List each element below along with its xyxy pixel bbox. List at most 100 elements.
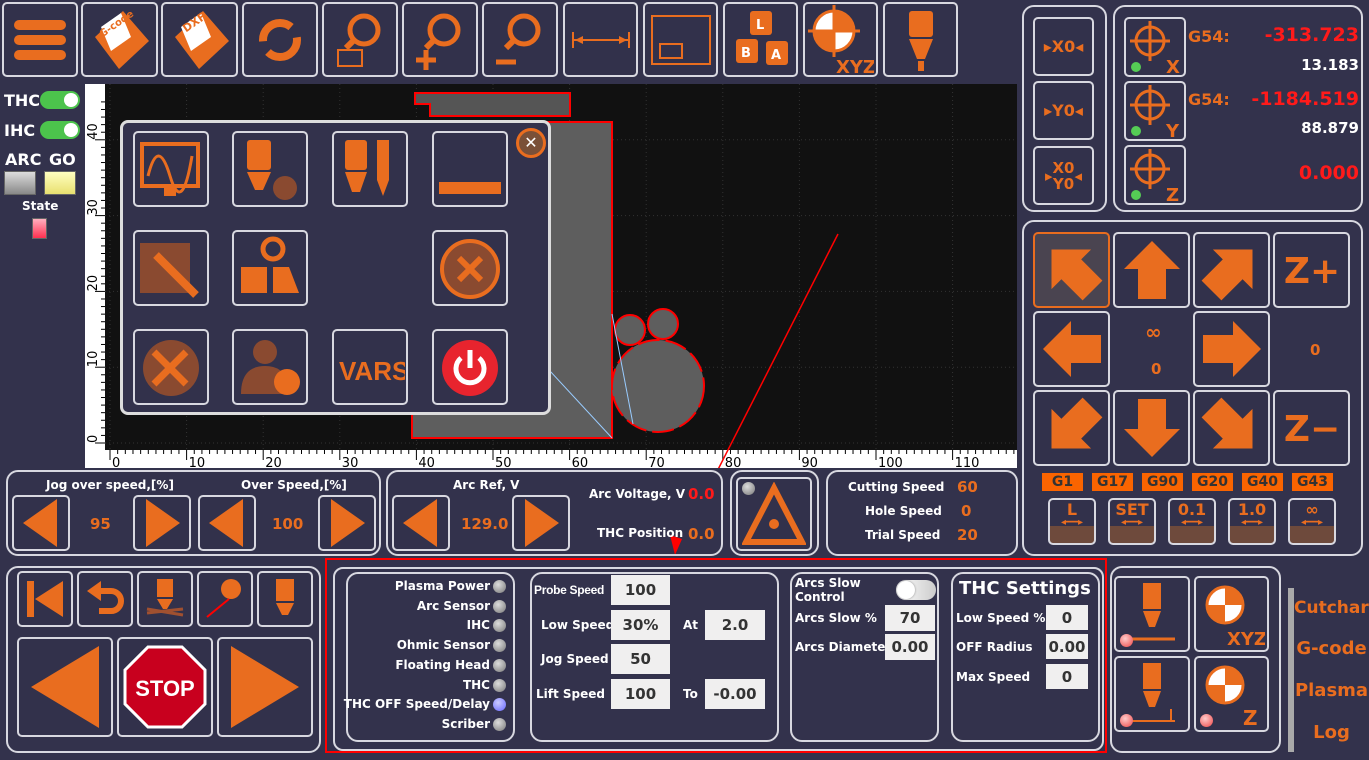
xyz-zero-button[interactable]: XYZ bbox=[803, 2, 878, 77]
popup-power-button[interactable] bbox=[432, 329, 508, 405]
jog-z-minus-button[interactable]: Z− bbox=[1273, 390, 1350, 466]
stop-button[interactable]: STOP bbox=[117, 637, 213, 737]
jog-speed-decrease[interactable] bbox=[12, 495, 70, 551]
jog-left-button[interactable] bbox=[1033, 311, 1110, 387]
popup-user-settings-button[interactable] bbox=[232, 329, 308, 405]
popup-bar-button[interactable] bbox=[432, 131, 508, 207]
zoom-window-button[interactable] bbox=[322, 2, 398, 77]
over-speed-label: Over Speed,[%] bbox=[241, 478, 347, 492]
probe-height-button[interactable] bbox=[1114, 656, 1190, 732]
ihc-toggle[interactable] bbox=[40, 121, 80, 139]
popup-shapes-library-button[interactable] bbox=[232, 230, 308, 306]
thc-position-label: THC Position bbox=[597, 526, 684, 540]
jog-speed-value: 95 bbox=[90, 515, 111, 533]
jog-step-button[interactable]: L◂━━▸ bbox=[1048, 498, 1096, 545]
jog-up-right-button[interactable] bbox=[1193, 232, 1270, 308]
tab-cutchart[interactable]: Cutchart bbox=[1294, 598, 1369, 618]
torch-button[interactable] bbox=[883, 2, 958, 77]
tab-gcode[interactable]: G-code bbox=[1296, 638, 1367, 659]
to-input[interactable]: -0.00 bbox=[705, 679, 765, 709]
arc-ref-increase[interactable] bbox=[512, 495, 570, 551]
zero-x-button[interactable]: ▸X0◂ bbox=[1033, 17, 1094, 76]
popup-torch-scriber-button[interactable] bbox=[332, 131, 408, 207]
ihc-label: IHC bbox=[4, 121, 36, 140]
path-button[interactable] bbox=[197, 571, 253, 627]
jog-speed-increase[interactable] bbox=[133, 495, 191, 551]
laser-button[interactable] bbox=[736, 477, 812, 551]
step-back-button[interactable] bbox=[17, 637, 113, 737]
popup-plot-monitor-button[interactable] bbox=[133, 131, 209, 207]
rewind-button[interactable] bbox=[17, 571, 73, 627]
jog-right-button[interactable] bbox=[1193, 311, 1270, 387]
tab-plasma[interactable]: Plasma bbox=[1294, 680, 1369, 701]
max-speed-input[interactable]: 0 bbox=[1046, 664, 1088, 689]
jog-step-button[interactable]: 0.1◂━━▸ bbox=[1168, 498, 1216, 545]
open-dxf-button[interactable]: DXF bbox=[161, 2, 238, 77]
open-gcode-button[interactable]: G-code bbox=[81, 2, 158, 77]
refresh-button[interactable] bbox=[242, 2, 318, 77]
over-speed-increase[interactable] bbox=[318, 495, 376, 551]
arcs-slow-toggle[interactable] bbox=[896, 580, 936, 600]
frame-button[interactable] bbox=[643, 2, 718, 77]
low-speed-input[interactable]: 30% bbox=[611, 610, 670, 640]
step-forward-button[interactable] bbox=[217, 637, 313, 737]
shapes-library-icon bbox=[241, 236, 299, 293]
off-radius-label: OFF Radius bbox=[956, 640, 1033, 654]
indicator-label: Arc Sensor bbox=[416, 598, 490, 613]
off-radius-input[interactable]: 0.00 bbox=[1046, 634, 1088, 659]
y-tick-label: 10 bbox=[86, 351, 101, 368]
thc-toggle[interactable] bbox=[40, 91, 80, 109]
measure-icon bbox=[571, 31, 630, 48]
z-zero-button[interactable]: Z bbox=[1194, 656, 1269, 732]
zero-y-button[interactable]: ▸Y0◂ bbox=[1033, 81, 1094, 140]
jog-up-button[interactable] bbox=[1113, 232, 1190, 308]
indicator-label: IHC bbox=[466, 618, 490, 633]
popup-edit-button[interactable] bbox=[133, 230, 209, 306]
jog-step-button[interactable]: 1.0◂━━▸ bbox=[1228, 498, 1276, 545]
xyz-zero-button-2[interactable]: XYZ bbox=[1194, 576, 1269, 652]
jog-speed-input[interactable]: 50 bbox=[611, 644, 670, 674]
probe-x-button[interactable]: X bbox=[1124, 17, 1186, 77]
jog-z-plus-button[interactable]: Z+ bbox=[1273, 232, 1350, 308]
popup-vars-button[interactable]: VARS bbox=[332, 329, 408, 405]
arrow-left-icon bbox=[403, 499, 437, 547]
popup-cancel-button[interactable] bbox=[432, 230, 508, 306]
zoom-out-button[interactable] bbox=[482, 2, 558, 77]
torch-test-button[interactable] bbox=[257, 571, 313, 627]
touch-off-button[interactable] bbox=[1114, 576, 1190, 652]
jog-step-button[interactable]: ∞◂━━▸ bbox=[1288, 498, 1336, 545]
menu-button[interactable] bbox=[2, 2, 78, 77]
probe-z-button[interactable]: Z bbox=[1124, 145, 1186, 205]
jog-step-button[interactable]: SET◂━━▸ bbox=[1108, 498, 1156, 545]
popup-settings-tools-button[interactable] bbox=[133, 329, 209, 405]
probe-y-button[interactable]: Y bbox=[1124, 81, 1186, 141]
arrow-right-icon bbox=[231, 646, 299, 728]
arcs-diameter-input[interactable]: 0.00 bbox=[885, 634, 935, 660]
measure-button[interactable] bbox=[563, 2, 638, 77]
indicator-label: Plasma Power bbox=[394, 579, 490, 593]
arcs-slow-pct-input[interactable]: 70 bbox=[885, 605, 935, 631]
close-popup-button[interactable]: ✕ bbox=[516, 128, 546, 158]
y-tick-label: 40 bbox=[86, 123, 101, 140]
jog-down-right-button[interactable] bbox=[1193, 390, 1270, 466]
lift-speed-input[interactable]: 100 bbox=[611, 679, 670, 709]
at-input[interactable]: 2.0 bbox=[705, 610, 765, 640]
measure-arrow-icon: ◂━━▸ bbox=[1180, 517, 1204, 528]
thc-low-speed-input[interactable]: 0 bbox=[1046, 605, 1088, 630]
jog-up-left-button[interactable] bbox=[1033, 232, 1110, 308]
z-zero-indicator bbox=[1200, 714, 1213, 727]
over-speed-decrease[interactable] bbox=[198, 495, 256, 551]
probe-speed-input[interactable]: 100 bbox=[611, 575, 670, 605]
settings-tools-icon bbox=[143, 340, 199, 396]
popup-cutchart-button[interactable] bbox=[232, 131, 308, 207]
jog-down-left-button[interactable] bbox=[1033, 390, 1110, 466]
arc-ref-decrease[interactable] bbox=[392, 495, 450, 551]
torch-pierce-button[interactable] bbox=[137, 571, 193, 627]
tab-log[interactable]: Log bbox=[1313, 722, 1350, 743]
undo-button[interactable] bbox=[77, 571, 133, 627]
zoom-in-button[interactable] bbox=[402, 2, 478, 77]
power-icon bbox=[442, 340, 498, 396]
jog-down-button[interactable] bbox=[1113, 390, 1190, 466]
